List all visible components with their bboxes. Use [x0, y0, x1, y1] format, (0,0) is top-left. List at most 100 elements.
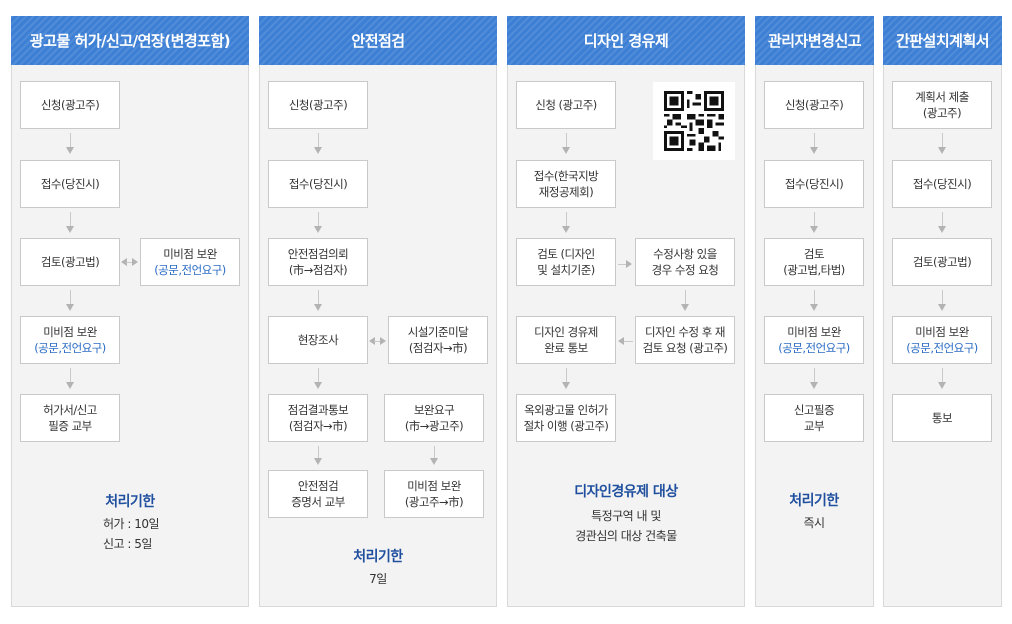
- connector: [942, 212, 943, 226]
- connector: [942, 290, 943, 304]
- arrow-left-icon: [618, 337, 624, 345]
- arrow-down-icon: [562, 226, 570, 233]
- connector: [70, 212, 71, 226]
- arrow-down-icon: [938, 147, 946, 154]
- deadline-safety: 7일: [369, 572, 387, 586]
- arrow-down-icon: [562, 382, 570, 389]
- connector: [126, 262, 132, 263]
- arrow-down-icon: [810, 304, 818, 311]
- column-header-safety: 안전점검: [259, 16, 497, 65]
- flow-step-apply: 신청(광고주): [20, 81, 120, 129]
- flow-step-issue: 신고필증 교부: [764, 394, 864, 442]
- arrow-down-icon: [314, 304, 322, 311]
- connector: [942, 133, 943, 147]
- flow-step-review: 검토 (광고법,타법): [764, 238, 864, 286]
- flow-step-issue: 허가서/신고 필증 교부: [20, 394, 120, 442]
- arrow-down-icon: [938, 226, 946, 233]
- flow-step-supplement: 미비점 보완 (공문,전언요구): [892, 316, 992, 364]
- deadline-manager-change: 즉시: [803, 516, 825, 530]
- connector: [566, 368, 567, 382]
- connector: [434, 446, 435, 458]
- arrow-down-icon: [681, 304, 689, 311]
- column-header-manager-change: 관리자변경신고: [755, 16, 874, 65]
- flow-step-below-standard: 시설기준미달 (점검자→市): [388, 316, 488, 364]
- flow-step-revision-request: 수정사항 있을 경우 수정 요청: [635, 238, 735, 286]
- arrow-down-icon: [938, 382, 946, 389]
- connector: [70, 133, 71, 147]
- connector: [566, 133, 567, 147]
- flow-step-submit-plan: 계획서 제출 (광고주): [892, 81, 992, 129]
- design-target-title: 디자인경유제 대상: [574, 484, 678, 500]
- arrow-down-icon: [938, 304, 946, 311]
- arrow-left-icon: [369, 337, 375, 345]
- connector: [814, 212, 815, 226]
- arrow-down-icon: [810, 382, 818, 389]
- arrow-right-icon: [380, 337, 386, 345]
- flow-step-apply: 신청 (광고주): [516, 81, 616, 129]
- connector: [624, 341, 633, 342]
- connector: [618, 264, 626, 265]
- connector: [318, 446, 319, 458]
- arrow-down-icon: [314, 458, 322, 465]
- design-target-text: 특정구역 내 및 경관심의 대상 건축물: [575, 509, 677, 543]
- column-header-signboard-plan: 간판설치계획서: [883, 16, 1002, 65]
- flow-step-apply: 신청(광고주): [268, 81, 368, 129]
- connector: [814, 368, 815, 382]
- arrow-down-icon: [810, 147, 818, 154]
- arrow-right-icon: [626, 260, 632, 268]
- flow-step-review: 검토(광고법): [892, 238, 992, 286]
- arrow-down-icon: [66, 382, 74, 389]
- flow-step-notify: 통보: [892, 394, 992, 442]
- deadline-permit: 허가 : 10일 신고 : 5일: [103, 517, 160, 551]
- connector: [318, 212, 319, 226]
- connector: [685, 290, 686, 304]
- flow-step-supplement: 미비점 보완 (광고주→市): [384, 470, 484, 518]
- arrow-down-icon: [562, 147, 570, 154]
- flow-step-site-survey: 현장조사: [268, 316, 368, 364]
- arrow-down-icon: [66, 147, 74, 154]
- arrow-down-icon: [314, 226, 322, 233]
- flow-step-receive: 접수(한국지방 재정공제회): [516, 160, 616, 208]
- arrow-down-icon: [430, 458, 438, 465]
- arrow-down-icon: [314, 147, 322, 154]
- connector: [318, 368, 319, 382]
- arrow-down-icon: [66, 226, 74, 233]
- arrow-down-icon: [810, 226, 818, 233]
- connector: [70, 368, 71, 382]
- connector: [70, 290, 71, 304]
- column-header-design: 디자인 경유제: [507, 16, 745, 65]
- flow-step-permit-procedure: 옥외광고물 인허가 절차 이행 (광고주): [516, 394, 616, 442]
- arrow-down-icon: [66, 304, 74, 311]
- connector: [374, 341, 380, 342]
- arrow-left-icon: [121, 258, 127, 266]
- flow-step-review: 검토 (디자인 및 설치기준): [516, 238, 616, 286]
- column-header-permit: 광고물 허가/신고/연장(변경포함): [11, 16, 249, 65]
- connector: [318, 290, 319, 304]
- flow-step-receive: 접수(당진시): [892, 160, 992, 208]
- arrow-right-icon: [132, 258, 138, 266]
- flow-step-result-notice: 점검결과통보 (점검자→市): [268, 394, 368, 442]
- connector: [942, 368, 943, 382]
- flow-step-apply: 신청(광고주): [764, 81, 864, 129]
- connector: [318, 133, 319, 147]
- flow-step-design-complete: 디자인 경유제 완료 통보: [516, 316, 616, 364]
- flow-step-receive: 접수(당진시): [20, 160, 120, 208]
- qr-code-icon: [664, 91, 724, 151]
- deadline-title: 처리기한: [105, 494, 155, 510]
- flow-step-review: 검토(광고법): [20, 238, 120, 286]
- flow-step-receive: 접수(당진시): [764, 160, 864, 208]
- connector: [566, 212, 567, 226]
- flow-step-receive: 접수(당진시): [268, 160, 368, 208]
- flow-step-supplement: 미비점 보완 (공문,전언요구): [20, 316, 120, 364]
- flow-step-supplement-side: 미비점 보완 (공문,전언요구): [140, 238, 240, 286]
- deadline-title: 처리기한: [353, 549, 403, 565]
- deadline-title: 처리기한: [789, 493, 839, 509]
- flow-step-supplement: 미비점 보완 (공문,전언요구): [764, 316, 864, 364]
- qr-code[interactable]: [653, 82, 735, 160]
- flow-step-re-review: 디자인 수정 후 재 검토 요청 (광고주): [635, 316, 735, 364]
- flow-step-request-supplement: 보완요구 (市→광고주): [384, 394, 484, 442]
- connector: [814, 133, 815, 147]
- arrow-down-icon: [314, 382, 322, 389]
- flow-step-request-inspection: 안전점검의뢰 (市→점검자): [268, 238, 368, 286]
- column-permit: 광고물 허가/신고/연장(변경포함): [11, 16, 249, 607]
